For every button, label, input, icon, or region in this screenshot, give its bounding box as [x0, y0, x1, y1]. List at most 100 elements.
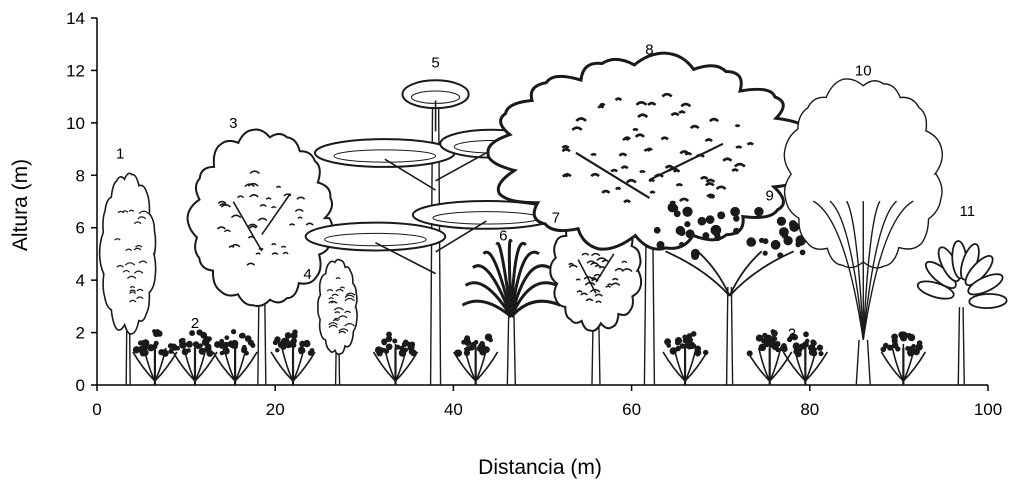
shrub-branch [685, 352, 707, 381]
shrub-leaf [375, 346, 383, 354]
shrub-leaf [474, 340, 479, 345]
leaf-cluster [682, 207, 692, 217]
shrub-leaf [818, 351, 823, 356]
x-tick-label: 60 [622, 400, 641, 419]
shrub-leaf [299, 341, 305, 347]
shrub-leaf [488, 338, 492, 342]
shrub-leaf [771, 329, 776, 334]
y-ticks: 02468101214 [66, 9, 97, 395]
shrub-leaf [198, 343, 202, 347]
y-tick-label: 2 [76, 324, 85, 343]
foliage-stroke [624, 138, 630, 139]
y-tick-label: 0 [76, 376, 85, 395]
shrub-leaf [240, 333, 246, 339]
shrub-branch [663, 352, 685, 381]
shrub-branch [805, 352, 827, 381]
y-tick-label: 10 [66, 114, 85, 133]
plant-label-7: 7 [552, 210, 560, 227]
shrub-leaf [147, 344, 154, 351]
leaf-cluster [684, 221, 690, 227]
shrub-leaf [275, 348, 279, 352]
branch [698, 251, 730, 296]
shrub-leaf [680, 343, 686, 349]
trunk [958, 307, 964, 385]
leaf-cluster [717, 211, 725, 219]
shrub-leaf [793, 342, 800, 349]
shrub-leaf [231, 340, 238, 347]
shrub-leaf [747, 350, 753, 356]
y-tick-label: 6 [76, 219, 85, 238]
shrub-leaf [411, 350, 416, 355]
shrub-branch [293, 352, 315, 381]
shrub [663, 331, 708, 385]
leaf-cluster [733, 228, 740, 235]
shrub [213, 329, 257, 385]
leaf-cluster [733, 215, 739, 221]
foliage-stroke [732, 170, 738, 171]
foliage-stroke [622, 167, 628, 169]
shrub-leaf [219, 342, 226, 349]
shrub [454, 333, 498, 385]
shrub-leaf [179, 341, 186, 348]
foliage-stroke [640, 171, 645, 172]
plant-label-6: 6 [499, 228, 507, 245]
shrub-leaf [193, 341, 199, 347]
shrub-leaf [477, 345, 484, 352]
foliage-stroke [736, 126, 740, 127]
shrub-leaf [695, 345, 702, 352]
shrub-leaf [280, 343, 286, 349]
plant-label-8: 8 [645, 42, 653, 59]
shrub-leaf [664, 338, 671, 345]
plant-4 [318, 260, 357, 385]
shrub-branch [173, 352, 195, 381]
foliage-stroke [598, 106, 603, 107]
shrub-leaf [154, 329, 161, 336]
shrub-leaf [703, 350, 708, 355]
leaf-cluster [679, 242, 684, 247]
shrub [880, 331, 925, 385]
shrub-leaf [892, 342, 898, 348]
crown [100, 173, 156, 334]
foliage-stroke [679, 112, 685, 113]
leaf-cluster [672, 205, 678, 211]
leaf-cluster [691, 252, 699, 260]
plant-label-4: 4 [303, 266, 311, 283]
shrub-leaf [175, 346, 180, 351]
plant-6 [462, 240, 560, 385]
shrub-leaf [291, 332, 298, 339]
shrub-leaf [464, 337, 471, 344]
plant-label-9: 9 [766, 188, 774, 205]
crown-tier [306, 223, 446, 251]
shrub-leaf [795, 350, 802, 357]
shrub-leaf [809, 349, 816, 356]
leaf-cluster [771, 240, 781, 250]
plant-11 [916, 241, 1007, 385]
shrub-branch [373, 352, 395, 381]
shrub-leaf [207, 336, 212, 341]
foliage-stroke [650, 192, 654, 193]
shrub-branch [271, 352, 293, 381]
shrub-leaf [298, 346, 305, 353]
leaf-cluster [746, 237, 756, 247]
shrub-leaf [182, 348, 189, 355]
plant-label-1: 1 [116, 146, 124, 163]
branch [730, 251, 794, 296]
shrub-leaf [248, 340, 254, 346]
shrub-leaf [409, 342, 415, 348]
leaf-cluster [800, 250, 806, 256]
leaf-cluster [777, 217, 786, 226]
leaf-cluster [730, 207, 740, 217]
shrub-leaf [803, 331, 809, 337]
leaf-cluster [657, 241, 665, 249]
shrub-leaf [382, 341, 387, 346]
shrub-leaf [168, 343, 174, 349]
shrub-leaf [384, 349, 389, 354]
foliage-stroke [624, 201, 630, 203]
shrub-leaf [395, 345, 400, 350]
leaf [969, 293, 1007, 308]
x-tick-label: 0 [92, 400, 101, 419]
crown [318, 260, 357, 355]
plant-label-5: 5 [431, 55, 439, 72]
shrub-leaf [809, 345, 814, 350]
